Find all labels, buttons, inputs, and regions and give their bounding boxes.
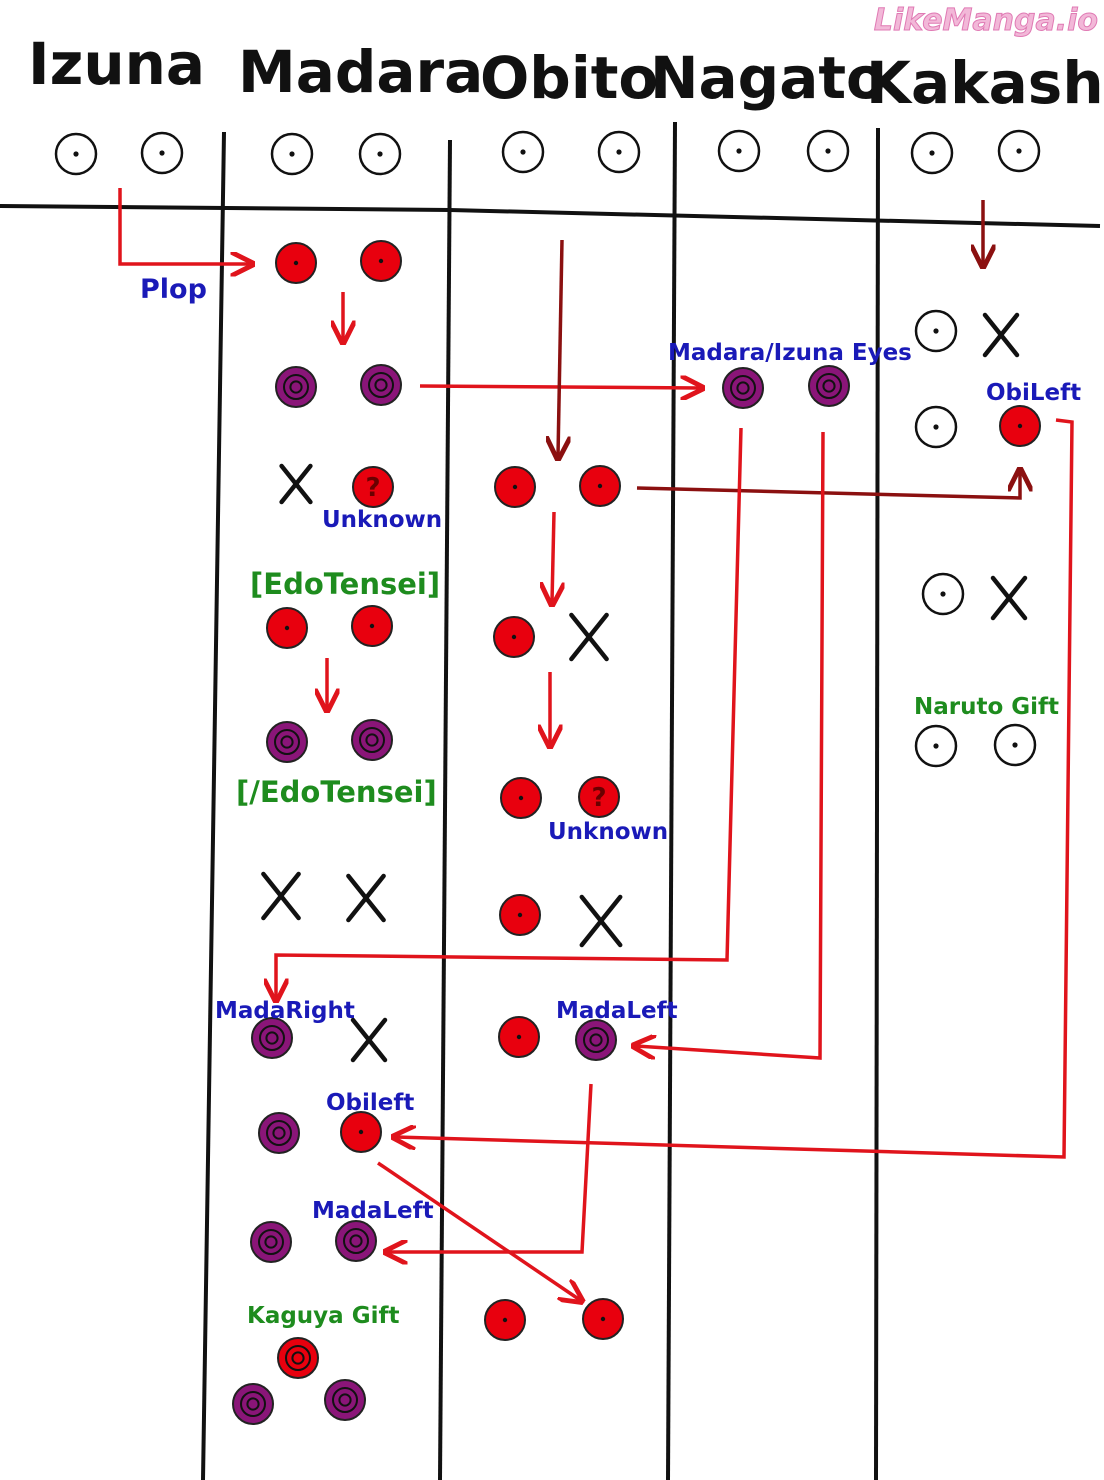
rinnegan-eye-icon [808,365,850,407]
arrow-obito-step-1 [552,511,554,602]
svg-text:?: ? [365,473,380,503]
watermark: LikeManga.io [873,3,1098,39]
plain-eye-icon [54,132,98,176]
column-headers: Izuna Madara Obito Nagato Kakashi [28,30,1104,117]
grid-lines [0,121,1101,1480]
labels: Plop Madara/Izuna Eyes ObiLeft Unknown [… [140,274,1081,1329]
column-divider-3 [666,121,677,1480]
label-madaleft-obito: MadaLeft [556,998,678,1024]
rinne-sharingan-eye-icon [277,1337,319,1379]
plain-eye-icon [270,132,314,176]
eyes: ?? [54,129,1041,1425]
sharingan-eye-icon [500,777,542,819]
arrow-nagato-right-to-madara [276,427,743,998]
label-edotensei-close: [/EdoTensei] [236,775,437,809]
label-unknown-obito: Unknown [548,819,668,845]
arrow-madara-obileft-to-obito [377,1161,580,1300]
plain-eye-icon [358,132,402,176]
arrow-kakashi-obileft-to-madara [396,418,1074,1159]
sharingan-eye-icon [484,1299,526,1341]
rinnegan-eye-icon [360,364,402,406]
sharingan-eye-icon [351,605,393,647]
plain-eye-icon [997,129,1041,173]
arrows [118,188,1074,1300]
sharingan-eye-icon [340,1111,382,1153]
rinnegan-eye-icon [258,1112,300,1154]
sharingan-eye-icon [494,466,536,508]
lost-eye-icon [990,575,1028,621]
rinnegan-eye-icon [275,366,317,408]
arrow-obito-to-kakashi [636,472,1020,500]
plain-eye-icon [910,131,954,175]
sharingan-eye-icon [999,405,1041,447]
arrow-obito-awaken [558,239,562,456]
sharingan-eye-icon [493,616,535,658]
column-divider-4 [874,127,880,1480]
lost-eye-icon [261,871,301,921]
label-madaleft-madara: MadaLeft [312,1198,434,1224]
plain-eye-icon [914,405,958,449]
label-obileft-kakashi: ObiLeft [986,380,1081,406]
horizontal-divider [0,204,1101,228]
lost-eye-icon [579,894,623,948]
plain-eye-icon [914,309,958,353]
lost-eye-icon [279,463,313,505]
column-divider-1 [201,131,226,1480]
arrow-nagato-left-to-obito [636,431,825,1060]
sharingan-eye-icon [498,1016,540,1058]
rinnegan-eye-icon [232,1383,274,1425]
plain-eye-icon [140,131,184,175]
unknown-eye-icon: ? [352,466,394,508]
sharingan-eye-icon [579,465,621,507]
arrow-izuna-to-madara [118,188,250,264]
sharingan-eye-icon [275,242,317,284]
header-kakashi: Kakashi [866,49,1104,117]
rinnegan-eye-icon [351,719,393,761]
plain-eye-icon [993,723,1037,767]
label-madara-izuna-eyes: Madara/Izuna Eyes [668,340,912,366]
lost-eye-icon [350,1017,388,1063]
header-madara: Madara [238,38,483,106]
arrow-obito-madaleft-to-madara [388,1083,593,1252]
rinnegan-eye-icon [575,1019,617,1061]
sharingan-eye-icon [266,607,308,649]
plain-eye-icon [914,724,958,768]
rinnegan-eye-icon [266,721,308,763]
plain-eye-icon [806,129,850,173]
rinnegan-eye-icon [251,1017,293,1059]
label-obileft-madara: Obileft [326,1090,414,1116]
rinnegan-eye-icon [324,1379,366,1421]
plain-eye-icon [921,572,965,616]
column-divider-2 [438,139,452,1480]
unknown-eye-icon: ? [578,776,620,818]
label-madaright: MadaRight [215,998,355,1024]
plain-eye-icon [501,130,545,174]
header-izuna: Izuna [28,30,205,98]
lost-eye-icon [569,612,609,662]
header-obito: Obito [480,44,658,112]
rinnegan-eye-icon [722,367,764,409]
header-nagato: Nagato [650,44,886,112]
label-plop: Plop [140,274,207,305]
rinnegan-eye-icon [250,1221,292,1263]
lost-eye-icon [346,873,386,923]
rinnegan-eye-icon [335,1220,377,1262]
sharingan-eye-icon [582,1298,624,1340]
label-edotensei-open: [EdoTensei] [250,567,440,601]
label-kaguya-gift: Kaguya Gift [247,1303,399,1329]
sharingan-eye-icon [499,894,541,936]
watermark-text: LikeManga.io [874,3,1098,38]
lost-eye-icon [982,312,1020,358]
plain-eye-icon [717,129,761,173]
sharingan-eye-icon [360,240,402,282]
label-unknown-madara: Unknown [322,507,442,533]
label-naruto-gift: Naruto Gift [914,694,1059,720]
plain-eye-icon [597,130,641,174]
svg-text:?: ? [591,783,606,813]
